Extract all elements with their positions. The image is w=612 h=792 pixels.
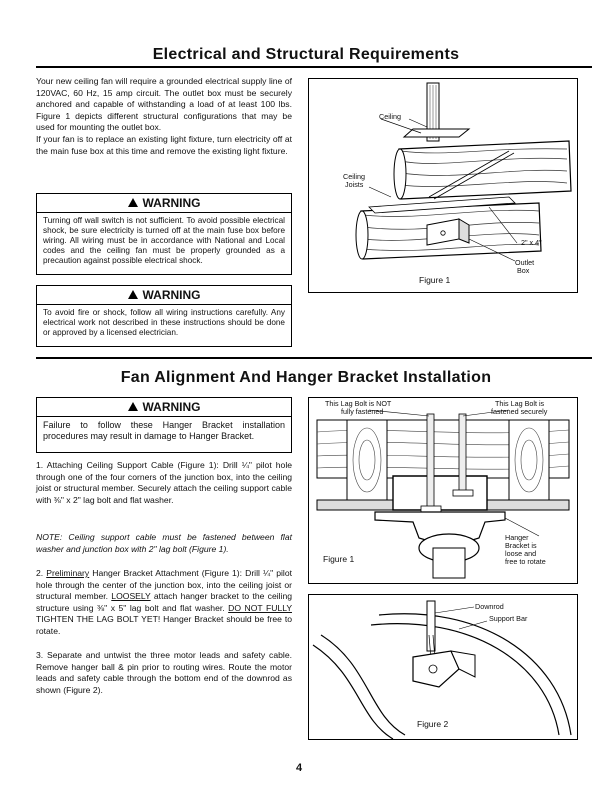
page-number: 4 — [296, 762, 303, 774]
figure-downrod: Downrod Support Bar Figure 2 — [308, 594, 578, 740]
section-title-electrical: Electrical and Structural Requirements — [152, 46, 460, 63]
label-hanger-bracket-3: loose and — [505, 549, 537, 558]
figure-1b-caption: Figure 1 — [323, 554, 355, 564]
label-ceiling: Ceiling — [379, 112, 401, 121]
warning-box-1: WARNING Turning off wall switch is not s… — [36, 193, 292, 275]
section-rule-middle — [36, 357, 592, 359]
label-bolt-fastened-1: This Lag Bolt is — [495, 399, 545, 408]
intro-paragraph-2: If your fan is to replace an existing li… — [36, 133, 292, 156]
downrod-illustration — [312, 600, 572, 740]
warning-triangle-icon — [127, 198, 138, 207]
step-2: 2. Preliminary Hanger Bracket Attachment… — [36, 568, 293, 636]
warning-text-2: To avoid fire or shock, follow all wirin… — [43, 308, 285, 337]
intro-text: Your new ceiling fan will require a grou… — [36, 76, 292, 157]
hanger-bracket-illustration — [316, 409, 570, 579]
figure-joists: Ceiling Ceiling Joists 2" x 4" Outlet Bo… — [308, 78, 578, 293]
warning-heading-1: WARNING — [37, 194, 291, 213]
label-support-bar: Support Bar — [489, 614, 528, 623]
warning-box-3: WARNING Failure to follow these Hanger B… — [36, 397, 292, 453]
label-bolt-not-fastened-2: fully fastened — [341, 407, 384, 416]
note-text: NOTE: Ceiling support cable must be fast… — [36, 532, 292, 554]
label-hanger-bracket-1: Hanger — [505, 533, 529, 542]
step-1-lead: 1. Attaching Ceiling Support Cable (Figu… — [36, 460, 238, 470]
figure-2-caption: Figure 2 — [417, 719, 449, 729]
warning-text-1: Turning off wall switch is not sufficien… — [43, 216, 285, 265]
intro-paragraph-1: Your new ceiling fan will require a grou… — [36, 76, 292, 133]
section-title-fan-alignment: Fan Alignment And Hanger Bracket Install… — [120, 369, 492, 386]
label-downrod: Downrod — [475, 602, 504, 611]
figure-hanger-bracket: This Lag Bolt is NOT fully fastened This… — [308, 397, 578, 584]
label-bolt-not-fastened-1: This Lag Bolt is NOT — [325, 399, 392, 408]
label-joists-2: Joists — [345, 180, 364, 189]
warning-triangle-icon — [127, 402, 138, 411]
warning-box-2: WARNING To avoid fire or shock, follow a… — [36, 285, 292, 347]
label-joists-1: Ceiling — [343, 172, 365, 181]
figure-1-caption: Figure 1 — [419, 275, 451, 285]
label-hanger-bracket-4: free to rotate — [505, 557, 546, 566]
section-rule-top — [36, 66, 592, 68]
warning-heading-2: WARNING — [37, 286, 291, 305]
label-lumber: 2" x 4" — [521, 238, 542, 247]
step-1-rest: ¼" pilot hole through one of the four co… — [36, 460, 293, 505]
joist-illustration — [355, 82, 572, 262]
step-3: 3. Separate and untwist the three motor … — [36, 650, 292, 695]
label-outlet-box-1: Outlet — [515, 258, 535, 267]
warning-triangle-icon — [127, 290, 138, 299]
warning-heading-3: WARNING — [37, 398, 291, 417]
label-outlet-box-2: Box — [517, 266, 530, 275]
warning-text-3: Failure to follow these Hanger Bracket i… — [43, 420, 285, 441]
label-bolt-fastened-2: fastened securely — [491, 407, 548, 416]
label-hanger-bracket-2: Bracket is — [505, 541, 537, 550]
step-1: 1. Attaching Ceiling Support Cable (Figu… — [36, 460, 292, 506]
